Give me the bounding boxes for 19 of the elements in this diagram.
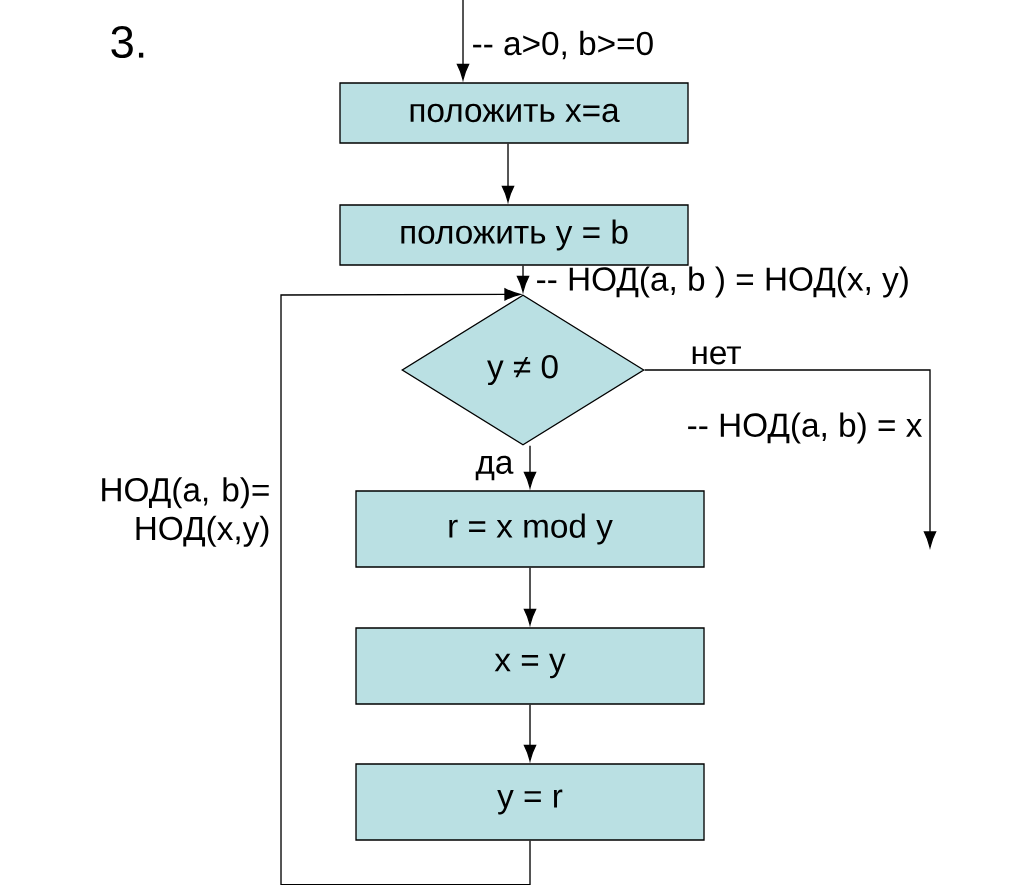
edge-label: нет	[692, 346, 741, 365]
annotation: -- a>0, b>=0	[473, 30, 653, 60]
process-box: r = x mod y	[355, 490, 705, 568]
process-box: x = y	[355, 627, 705, 705]
annotation: 3.	[111, 25, 144, 59]
process-box: положить y = b	[339, 204, 689, 266]
arrow	[523, 704, 537, 762]
arrow	[644, 369, 937, 548]
arrow	[523, 445, 537, 489]
process-box: положить x=a	[339, 82, 689, 144]
arrow	[516, 265, 530, 293]
arrow	[501, 143, 515, 203]
annotation: НОД(a, b)= НОД(x,y)	[102, 477, 269, 547]
arrow	[523, 567, 537, 626]
arrow	[456, 0, 470, 81]
edge-label: да	[475, 455, 514, 481]
process-box: y = r	[355, 763, 705, 841]
annotation: -- НОД(a, b) = x	[688, 412, 922, 444]
arrow	[280, 288, 531, 885]
